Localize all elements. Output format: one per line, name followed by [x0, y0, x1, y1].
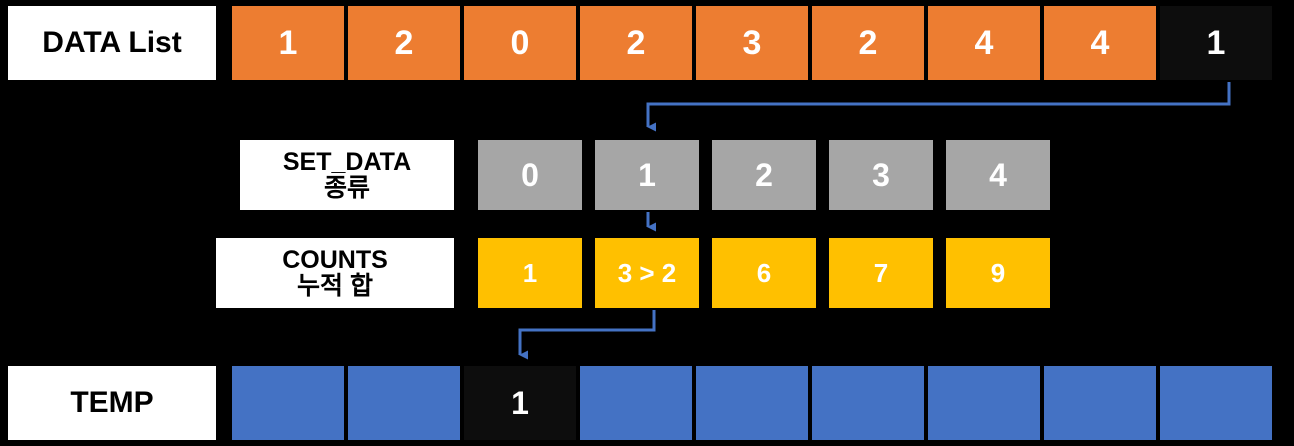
data-list-cell-8[interactable]: 1 — [1160, 6, 1272, 80]
cell-value: 2 — [858, 23, 878, 62]
cell-value: 0 — [521, 156, 539, 193]
data-list-cell-3[interactable]: 2 — [580, 6, 692, 80]
set-data-cell-4[interactable]: 4 — [946, 140, 1050, 210]
cell-value: 3 > 2 — [617, 257, 677, 288]
temp-cell-6[interactable] — [928, 366, 1040, 440]
set-data-cell-0[interactable]: 0 — [478, 140, 582, 210]
cell-value: 7 — [873, 257, 889, 288]
cell-value: 1 — [278, 23, 298, 62]
set-data-cell-3[interactable]: 3 — [829, 140, 933, 210]
counts-cell-2[interactable]: 6 — [712, 238, 816, 308]
set-data-label-line1: SET_DATA — [282, 147, 412, 176]
temp-cell-4[interactable] — [696, 366, 808, 440]
counts-cell-0[interactable]: 1 — [478, 238, 582, 308]
data-list-label-text: DATA List — [42, 26, 182, 60]
temp-cell-5[interactable] — [812, 366, 924, 440]
counts-label-line2: 누적 합 — [297, 272, 373, 300]
counts-cell-1[interactable]: 3 > 2 — [595, 238, 699, 308]
data-list-cell-4[interactable]: 3 — [696, 6, 808, 80]
cell-value: 1 — [522, 257, 538, 288]
data-list-cell-1[interactable]: 2 — [348, 6, 460, 80]
set-data-label: SET_DATA 종류 — [240, 140, 454, 210]
arrow-data-to-setdata — [646, 82, 1231, 132]
cell-value: 3 — [872, 156, 890, 193]
arrow-counts-to-temp — [518, 310, 656, 360]
temp-cell-2[interactable]: 1 — [464, 366, 576, 440]
data-list-cell-7[interactable]: 4 — [1044, 6, 1156, 80]
temp-cell-1[interactable] — [348, 366, 460, 440]
temp-cell-0[interactable] — [232, 366, 344, 440]
set-data-label-line2: 종류 — [323, 174, 370, 202]
cell-value: 6 — [756, 257, 772, 288]
counts-label-line1: COUNTS — [282, 245, 388, 274]
data-list-label: DATA List — [8, 6, 216, 80]
cell-value: 9 — [990, 257, 1006, 288]
counts-cell-3[interactable]: 7 — [829, 238, 933, 308]
cell-value: 4 — [989, 156, 1007, 193]
data-list-cell-2[interactable]: 0 — [464, 6, 576, 80]
data-list-cell-5[interactable]: 2 — [812, 6, 924, 80]
cell-value: 2 — [394, 23, 414, 62]
cell-value: 1 — [511, 384, 529, 421]
cell-value: 2 — [755, 156, 773, 193]
cell-value: 2 — [626, 23, 646, 62]
cell-value: 0 — [510, 23, 530, 62]
temp-label-text: TEMP — [70, 386, 154, 420]
counts-cell-4[interactable]: 9 — [946, 238, 1050, 308]
temp-label: TEMP — [8, 366, 216, 440]
set-data-cell-2[interactable]: 2 — [712, 140, 816, 210]
data-list-cell-0[interactable]: 1 — [232, 6, 344, 80]
set-data-cell-1[interactable]: 1 — [595, 140, 699, 210]
temp-cell-3[interactable] — [580, 366, 692, 440]
data-list-cell-6[interactable]: 4 — [928, 6, 1040, 80]
counts-label: COUNTS 누적 합 — [216, 238, 454, 308]
temp-cell-7[interactable] — [1044, 366, 1156, 440]
cell-value: 4 — [974, 23, 994, 62]
temp-cell-8[interactable] — [1160, 366, 1272, 440]
cell-value: 1 — [638, 156, 656, 193]
cell-value: 3 — [742, 23, 762, 62]
cell-value: 4 — [1090, 23, 1110, 62]
cell-value: 1 — [1206, 23, 1226, 62]
